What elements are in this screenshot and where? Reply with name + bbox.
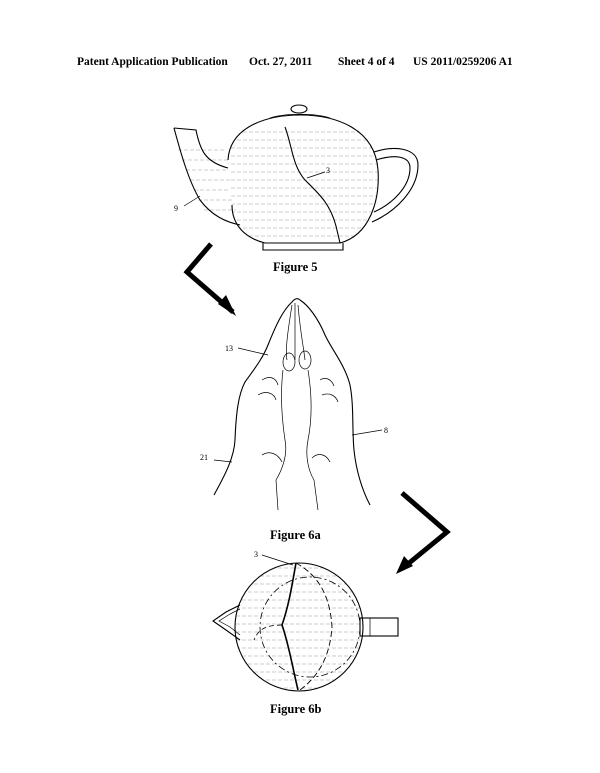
header-publication: Patent Application Publication xyxy=(77,56,228,68)
figure-6b-caption: Figure 6b xyxy=(270,702,322,716)
figure-5-caption: Figure 5 xyxy=(273,260,318,274)
fig6b-ref-3: 3 xyxy=(254,550,258,559)
header-patent-number: US 2011/0259206 A1 xyxy=(413,56,513,68)
figure-5-teapot: 3 9 xyxy=(173,104,419,251)
figure-6a-hands: 13 8 21 xyxy=(200,298,388,511)
fig6a-ref-8: 8 xyxy=(384,426,388,435)
fig6a-ref-13: 13 xyxy=(225,344,233,353)
header-date: Oct. 27, 2011 xyxy=(249,56,313,68)
arrow-down-right-1 xyxy=(183,242,235,314)
fig5-ref-9: 9 xyxy=(174,204,178,213)
arrow-down-left-2 xyxy=(400,491,451,570)
teapot-hatching xyxy=(228,131,379,237)
fig6a-ref-21: 21 xyxy=(200,453,208,462)
header-sheet: Sheet 4 of 4 xyxy=(338,56,395,68)
arrow-head-2 xyxy=(396,556,413,574)
figure-6b-top-view: 3 xyxy=(212,550,399,692)
arrow-head-1 xyxy=(218,295,236,316)
figure-6a-caption: Figure 6a xyxy=(270,528,321,542)
fig5-ref-3: 3 xyxy=(326,166,330,175)
